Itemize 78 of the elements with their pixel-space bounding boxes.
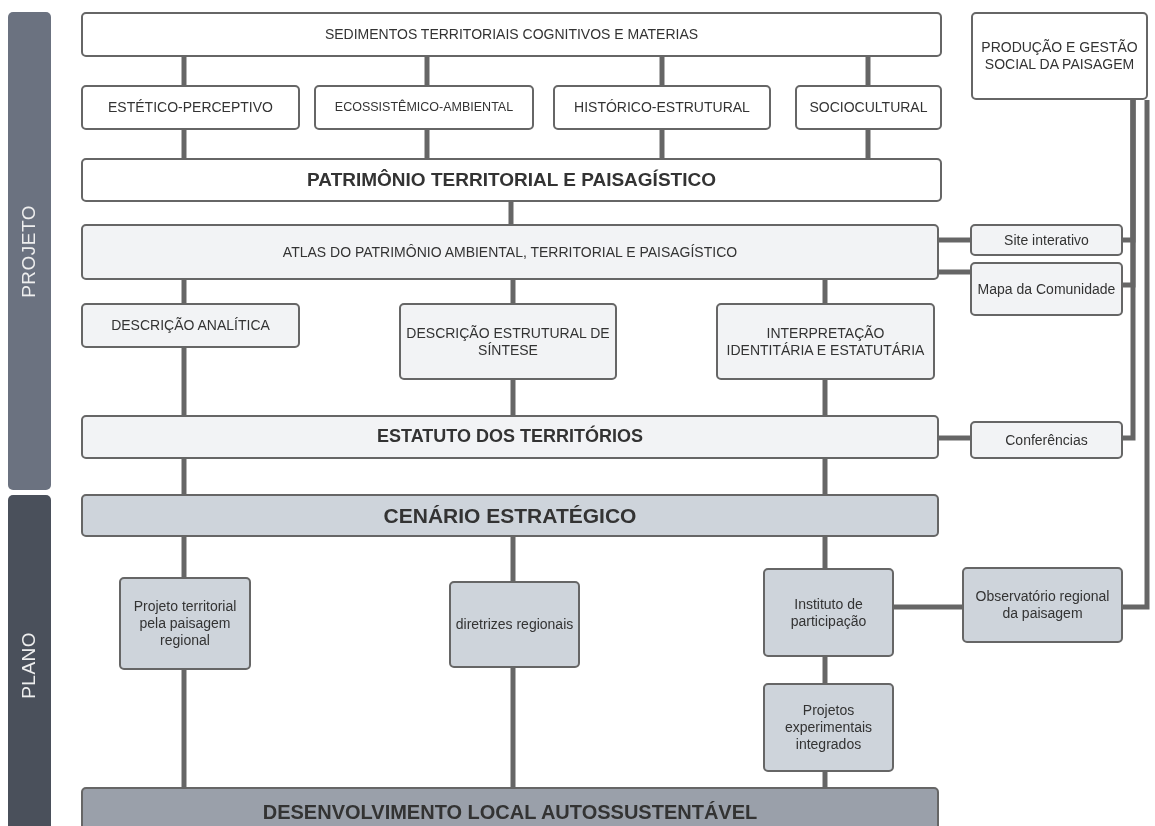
box-label: Projetos experimentais integrados xyxy=(783,702,874,753)
process-box xyxy=(962,567,1123,643)
connector-line xyxy=(939,435,970,441)
side-band xyxy=(8,495,51,826)
process-box xyxy=(81,158,942,202)
box-label: DESCRIÇÃO ANALÍTICA xyxy=(111,317,270,334)
connector-line xyxy=(1123,100,1150,610)
connector-line xyxy=(510,280,516,303)
connector-line xyxy=(510,380,516,415)
connector-line xyxy=(181,459,187,494)
process-box xyxy=(970,421,1123,459)
process-box xyxy=(970,224,1123,256)
process-box xyxy=(970,262,1123,316)
connector-line xyxy=(181,130,187,158)
box-label: SEDIMENTOS TERRITORIAIS COGNITIVOS E MATERIAS xyxy=(324,26,699,43)
box-label: PRODUÇÃO E GESTÃO SOCIAL DA PAISAGEM xyxy=(980,39,1139,73)
connector-line xyxy=(424,130,430,158)
process-box xyxy=(81,224,939,280)
connector-line xyxy=(822,772,828,787)
connector-line xyxy=(181,280,187,303)
connector-line xyxy=(822,280,828,303)
box-label: INTERPRETAÇÃO IDENTITÁRIA E ESTATUTÁRIA xyxy=(725,324,926,359)
connector-line xyxy=(510,537,516,581)
box-label: Conferências xyxy=(1005,431,1088,449)
process-box xyxy=(81,415,939,459)
process-box xyxy=(795,85,942,130)
box-label: Observatório regional da paisagem xyxy=(974,588,1111,622)
connector-line xyxy=(894,604,962,610)
connector-line xyxy=(865,57,871,85)
process-box xyxy=(763,568,894,657)
connector-line xyxy=(939,237,970,243)
box-label: DESCRIÇÃO ESTRUTURAL DE SÍNTESE xyxy=(405,324,611,359)
box-label: diretrizes regionais xyxy=(455,616,574,633)
connector-line xyxy=(424,57,430,85)
process-box xyxy=(716,303,935,380)
connector-line xyxy=(822,657,828,683)
process-box xyxy=(81,12,942,57)
process-box xyxy=(81,494,939,537)
process-box xyxy=(449,581,580,668)
connector-line xyxy=(181,670,187,787)
box-label: SOCIOCULTURAL xyxy=(809,99,928,116)
side-band xyxy=(8,12,51,490)
process-box xyxy=(553,85,771,130)
box-label: Mapa da Comunidade xyxy=(977,280,1116,298)
box-label: ATLAS DO PATRIMÔNIO AMBIENTAL, TERRITORIAL E PAISAGÍSTICO xyxy=(282,243,738,261)
box-label: DESENVOLVIMENTO LOCAL AUTOSSUSTENTÁVEL xyxy=(262,800,758,824)
connector-line xyxy=(865,130,871,158)
connector-line xyxy=(939,269,970,275)
connector-line xyxy=(510,668,516,787)
connector-line xyxy=(1123,100,1136,441)
connector-line xyxy=(508,202,514,224)
process-box xyxy=(314,85,534,130)
box-label: PATRIMÔNIO TERRITORIAL E PAISAGÍSTICO xyxy=(307,168,716,192)
box-label: CENÁRIO ESTRATÉGICO xyxy=(383,502,637,529)
box-label: ESTÉTICO-PERCEPTIVO xyxy=(108,99,273,116)
box-label: ECOSSISTÊMICO-AMBIENTAL xyxy=(334,100,514,115)
process-box xyxy=(119,577,251,670)
connector-line xyxy=(659,130,665,158)
box-label: Instituto de participação xyxy=(789,595,868,630)
box-label: Site interativo xyxy=(1004,231,1089,249)
process-box xyxy=(399,303,617,380)
band-label: PLANO xyxy=(18,631,41,699)
box-label: HISTÓRICO-ESTRUTURAL xyxy=(574,99,750,116)
box-label: Projeto territorial pela paisagem regional xyxy=(132,598,238,649)
connector-line xyxy=(181,57,187,85)
connector-line xyxy=(181,537,187,577)
process-box xyxy=(81,787,939,826)
box-label: ESTATUTO DOS TERRITÓRIOS xyxy=(377,426,643,448)
connector-line xyxy=(822,380,828,415)
band-label: PROJETO xyxy=(18,204,41,298)
connector-line xyxy=(822,537,828,568)
process-box xyxy=(971,12,1148,100)
connector-line xyxy=(659,57,665,85)
process-box xyxy=(763,683,894,772)
process-box xyxy=(81,303,300,348)
process-box xyxy=(81,85,300,130)
connector-line xyxy=(181,348,187,415)
connector-line xyxy=(822,459,828,494)
